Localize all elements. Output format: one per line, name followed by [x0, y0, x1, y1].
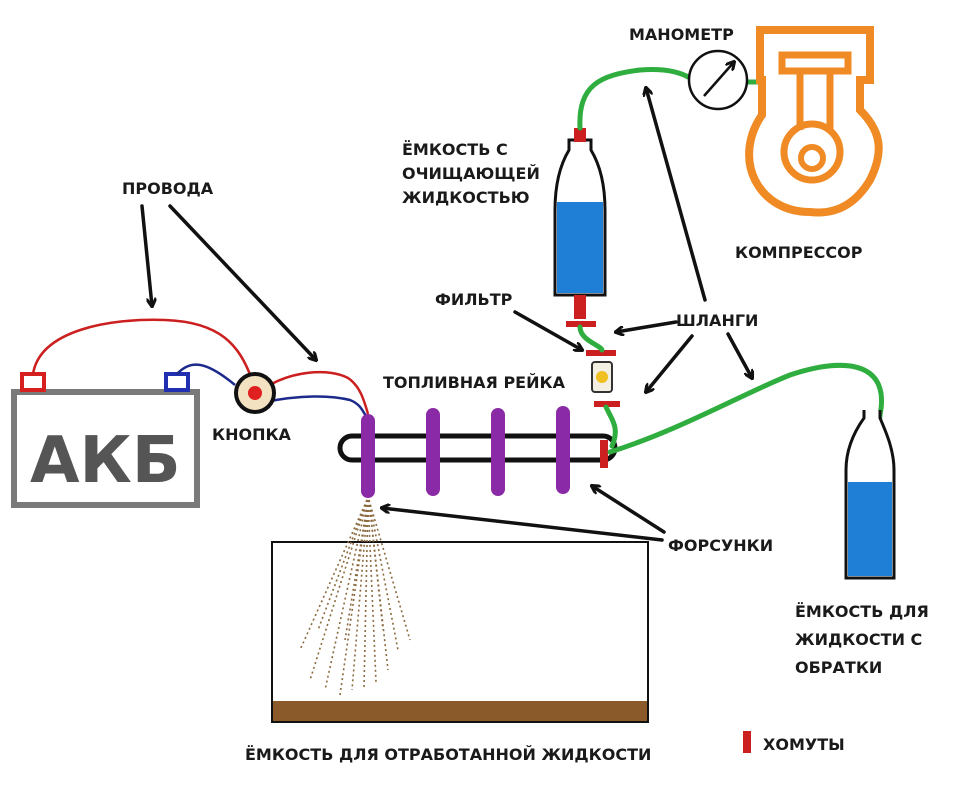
waste-tank-body: [271, 541, 649, 723]
wire-blue-battery-button: [176, 363, 236, 386]
wire-red-battery-button: [31, 318, 254, 381]
manometer: [687, 49, 749, 111]
compressor: [745, 26, 883, 217]
clamp-rail-return: [600, 440, 608, 468]
wires-label: ПРОВОДА: [122, 179, 214, 198]
battery-minus-terminal: [164, 372, 190, 392]
hose-manometer-tank: [577, 67, 693, 131]
hoses: [577, 67, 884, 463]
injector-2: [426, 408, 440, 496]
filter-element: [596, 371, 608, 383]
compressor-rod: [796, 73, 834, 130]
hose-tank-filter: [577, 324, 605, 353]
clamp-tank-hose: [566, 321, 596, 327]
wires: [31, 318, 370, 417]
filter: [586, 350, 620, 407]
injectors-arrows: [382, 486, 666, 542]
button-label: КНОПКА: [212, 425, 292, 444]
injector-4: [556, 406, 570, 494]
wire-red-button-injector: [261, 370, 370, 415]
injector-1: [361, 414, 375, 498]
battery-plus-terminal: [20, 372, 46, 392]
push-button: [234, 372, 276, 414]
cleaning-tank: [553, 128, 607, 327]
compressor-body: [745, 26, 883, 217]
filter-label: ФИЛЬТР: [435, 290, 513, 309]
cleaning-tank-liquid: [557, 202, 603, 293]
hoses-arrows: [616, 88, 752, 392]
compressor-label: КОМПРЕССОР: [735, 243, 863, 262]
battery-label: АКБ: [30, 424, 181, 498]
clamps-label: ХОМУТЫ: [763, 735, 845, 754]
waste-tank-sediment: [273, 701, 647, 721]
clamp-filter-bottom: [594, 401, 620, 407]
compressor-piston: [778, 51, 852, 75]
button-center: [248, 386, 262, 400]
manometer-label: МАНОМЕТР: [629, 25, 734, 44]
filter-arrow: [513, 310, 582, 350]
injector-spray: [299, 499, 411, 696]
return-tank-label: ЁМКОСТЬ ДЛЯ ЖИДКОСТИ С ОБРАТКИ: [795, 602, 934, 677]
fuel-rail-tube: [337, 433, 618, 463]
clamp-tank-top: [574, 128, 586, 142]
return-tank: [844, 410, 896, 580]
injectors-label: ФОРСУНКИ: [668, 536, 773, 555]
compressor-crank: [780, 120, 844, 184]
waste-tank-label: ЁМКОСТЬ ДЛЯ ОТРАБОТАННОЙ ЖИДКОСТИ: [245, 745, 651, 764]
fuel-rail-label: ТОПЛИВНАЯ РЕЙКА: [383, 373, 566, 392]
battery: АКБ: [11, 372, 200, 508]
manometer-needle: [703, 62, 734, 97]
waste-tank: [271, 499, 649, 723]
clamps-legend: ХОМУТЫ: [743, 731, 845, 754]
hoses-label: ШЛАНГИ: [676, 311, 758, 330]
return-tank-liquid: [848, 482, 892, 576]
injector-3: [491, 408, 505, 496]
clamp-tank-bottom: [574, 295, 586, 319]
hose-filter-rail: [603, 404, 618, 449]
wire-blue-button-injector: [264, 395, 368, 417]
clamp-filter-top: [586, 350, 616, 356]
wires-arrows: [140, 204, 316, 360]
hose-rail-return: [607, 362, 884, 463]
battery-body: [11, 389, 200, 508]
clamp-legend-swatch: [743, 731, 751, 753]
cleaning-tank-label: ЁМКОСТЬ С ОЧИЩАЮЩЕЙ ЖИДКОСТЬЮ: [402, 140, 545, 207]
compressor-crank-pin: [798, 144, 826, 172]
fuel-rail: [337, 406, 618, 498]
